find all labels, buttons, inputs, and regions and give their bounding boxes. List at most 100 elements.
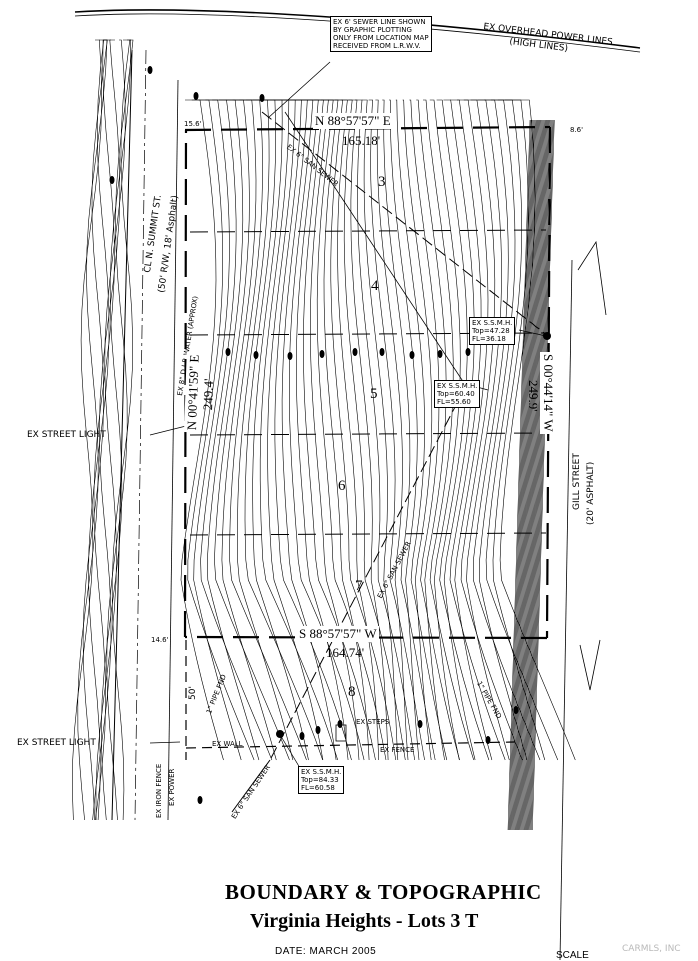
hatch-line	[517, 119, 541, 831]
lot-number: 8	[348, 684, 356, 700]
contour-line	[106, 39, 134, 821]
tree-icon	[352, 348, 358, 356]
tree-icon	[437, 350, 443, 358]
contour-line	[300, 99, 376, 761]
drawing-subtitle: Virginia Heights - Lots 3 T	[250, 910, 479, 932]
sewer-note-leader	[267, 61, 331, 119]
gill-street-sublabel: (20' ASPHALT)	[586, 461, 596, 525]
hatch-line	[519, 119, 542, 831]
manhole-symbol-3	[276, 730, 284, 738]
sewer-note-line: ONLY FROM LOCATION MAP	[333, 34, 429, 42]
lot-number: 7	[355, 578, 363, 594]
drawing-scale: SCALE	[556, 950, 589, 961]
tree-icon	[287, 352, 293, 360]
manhole-top: Top=84.33	[301, 776, 339, 784]
contour-line	[92, 39, 121, 821]
overhead-power-line	[74, 9, 641, 49]
contour-line	[409, 99, 460, 761]
tree-icon	[109, 176, 115, 184]
tree-symbols	[109, 66, 519, 804]
contour-line	[423, 99, 474, 761]
contour-line	[236, 99, 294, 761]
contour-line	[416, 99, 447, 761]
contour-line	[368, 99, 425, 761]
contour-line	[389, 99, 420, 761]
tree-icon	[379, 348, 385, 356]
lot-line-5-6	[189, 432, 547, 436]
contour-line	[382, 99, 436, 761]
contour-line	[443, 99, 476, 761]
manhole-flowline: FL=55.60	[437, 398, 471, 406]
tree-icon	[417, 720, 423, 728]
hatch-line	[520, 119, 543, 831]
contour-line	[180, 99, 224, 761]
contour-line	[375, 99, 409, 761]
summit-street-edge	[111, 49, 133, 821]
contour-line	[478, 99, 528, 761]
watermark: CARMLS, INC	[622, 944, 681, 954]
contour-line	[244, 99, 323, 761]
manhole-flowline: FL=36.18	[472, 335, 506, 343]
lot-8-bottom-line	[185, 741, 516, 749]
lot-number: 5	[370, 386, 378, 402]
hatch-line	[524, 119, 548, 831]
ex-fence-label: EX FENCE	[380, 746, 415, 754]
offset-top-right: 8.6'	[570, 126, 584, 134]
dimension-50: 50'	[188, 686, 198, 700]
tree-icon	[259, 94, 265, 102]
gill-street-edge	[559, 259, 573, 960]
hatch-line	[509, 119, 533, 831]
contour-line	[429, 99, 461, 761]
sewer-note: EX 6' SEWER LINE SHOWN BY GRAPHIC PLOTTI…	[330, 16, 432, 52]
manhole-name: EX S.S.M.H.	[472, 319, 513, 327]
contour-line	[111, 39, 134, 821]
south-distance: 164.74'	[326, 645, 365, 660]
lot-line-3-4	[189, 229, 547, 233]
tree-icon	[465, 348, 471, 356]
hatch-line	[532, 119, 555, 831]
sewer-note-line: RECEIVED FROM L.R.W.V.	[333, 42, 421, 50]
topographic-contours	[71, 39, 576, 821]
contour-line	[449, 99, 506, 761]
contour-line	[221, 99, 277, 761]
hatch-line	[529, 119, 552, 831]
sewer-line-diag	[284, 111, 467, 387]
contour-line	[466, 99, 510, 761]
contour-line	[193, 99, 242, 761]
tree-icon	[485, 736, 491, 744]
contour-line	[95, 39, 126, 821]
contour-line	[460, 99, 523, 761]
hatch-line	[508, 119, 532, 831]
property-boundary	[183, 125, 552, 640]
manhole-top: Top=47.28	[472, 327, 510, 335]
contour-line	[307, 99, 360, 761]
north-bearing: N 88°57'57" E	[313, 113, 393, 129]
manhole-callout-1: EX S.S.M.H. Top=47.28 FL=36.18	[469, 317, 516, 345]
hatch-line	[518, 119, 542, 831]
contour-line	[327, 99, 397, 761]
hatch-line	[515, 119, 539, 831]
tree-icon	[513, 706, 519, 714]
hatch-line	[528, 119, 551, 831]
manhole-top: Top=60.40	[437, 390, 475, 398]
street-light-label-1: EX STREET LIGHT	[27, 430, 106, 440]
summit-street-centerline	[134, 49, 147, 821]
manhole-leader-1	[518, 329, 547, 337]
gill-street-arrow	[577, 240, 607, 691]
drawing-date: DATE: MARCH 2005	[275, 946, 377, 957]
hatch-line	[527, 119, 551, 831]
gill-street-label: GILL STREET	[572, 453, 582, 510]
ex-power-label: EX POWER	[168, 768, 176, 806]
street-light-leader-2	[149, 741, 181, 744]
contour-line	[252, 99, 309, 761]
sewer-line-south	[269, 385, 467, 761]
sewer-note-line: BY GRAPHIC PLOTTING	[333, 26, 412, 34]
contour-line	[321, 99, 370, 761]
contour-line	[395, 99, 448, 761]
contour-line	[100, 39, 132, 821]
tree-icon	[315, 726, 321, 734]
hatch-line	[523, 119, 547, 831]
summit-street-edge-2	[167, 79, 179, 821]
south-bearing: S 88°57'57" W	[297, 626, 379, 642]
